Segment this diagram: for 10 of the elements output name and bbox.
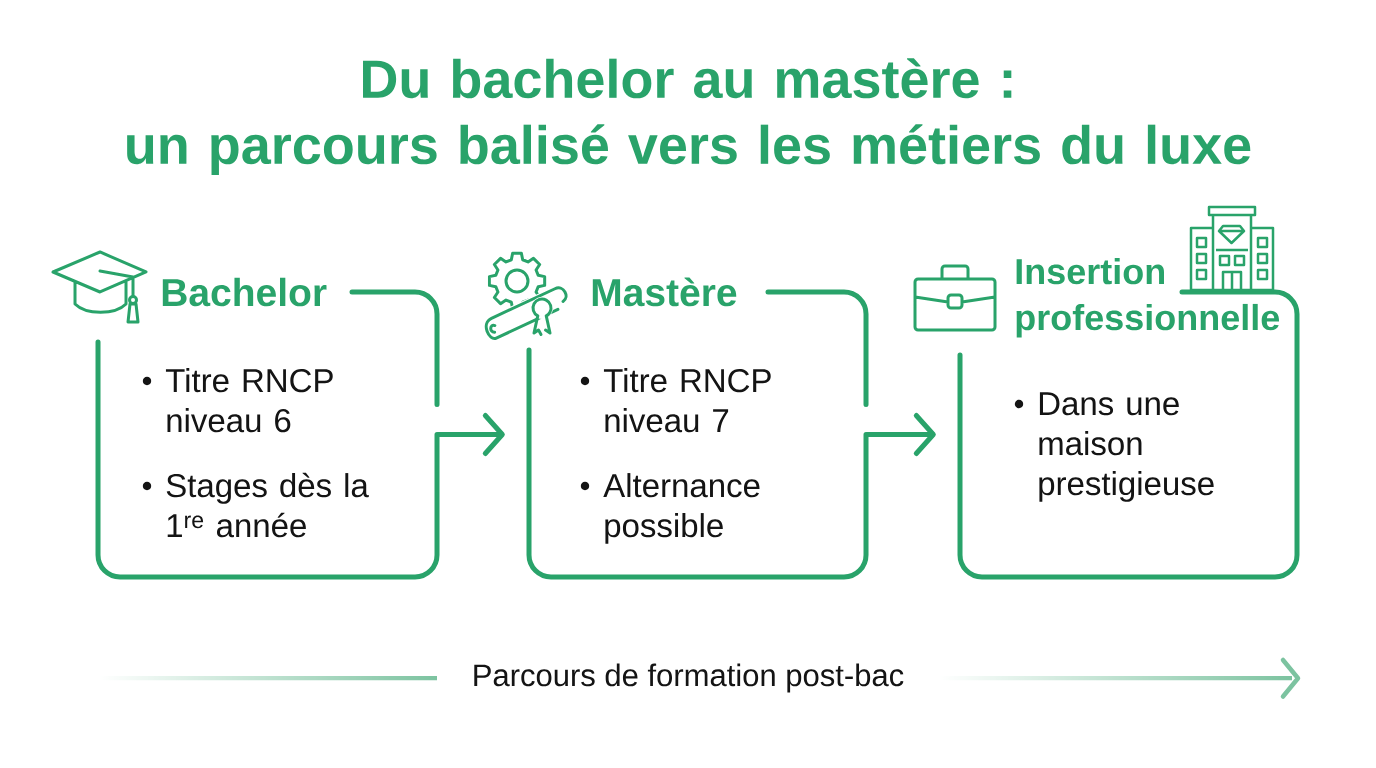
bullet-item: Alternance possible: [603, 473, 760, 544]
timeline-label: Parcours de formation post-bac: [474, 663, 904, 693]
bullet-item: Dans une maison prestigieuse: [1039, 392, 1214, 502]
stage-heading: Bachelor: [162, 277, 327, 307]
stage-heading: Insertion professionnelle: [1016, 257, 1280, 338]
stage-heading: Mastère: [592, 277, 737, 307]
bullet-item: Titre RNCP niveau 6: [165, 368, 333, 433]
bullet-item: Titre RNCP niveau 7: [603, 368, 771, 433]
bullet-item: Stages dès la 1$^{re}$ année: [166, 472, 369, 538]
title: Du bachelor au mastère : un parcours balisé vers les métiers du luxe: [127, 58, 1251, 175]
